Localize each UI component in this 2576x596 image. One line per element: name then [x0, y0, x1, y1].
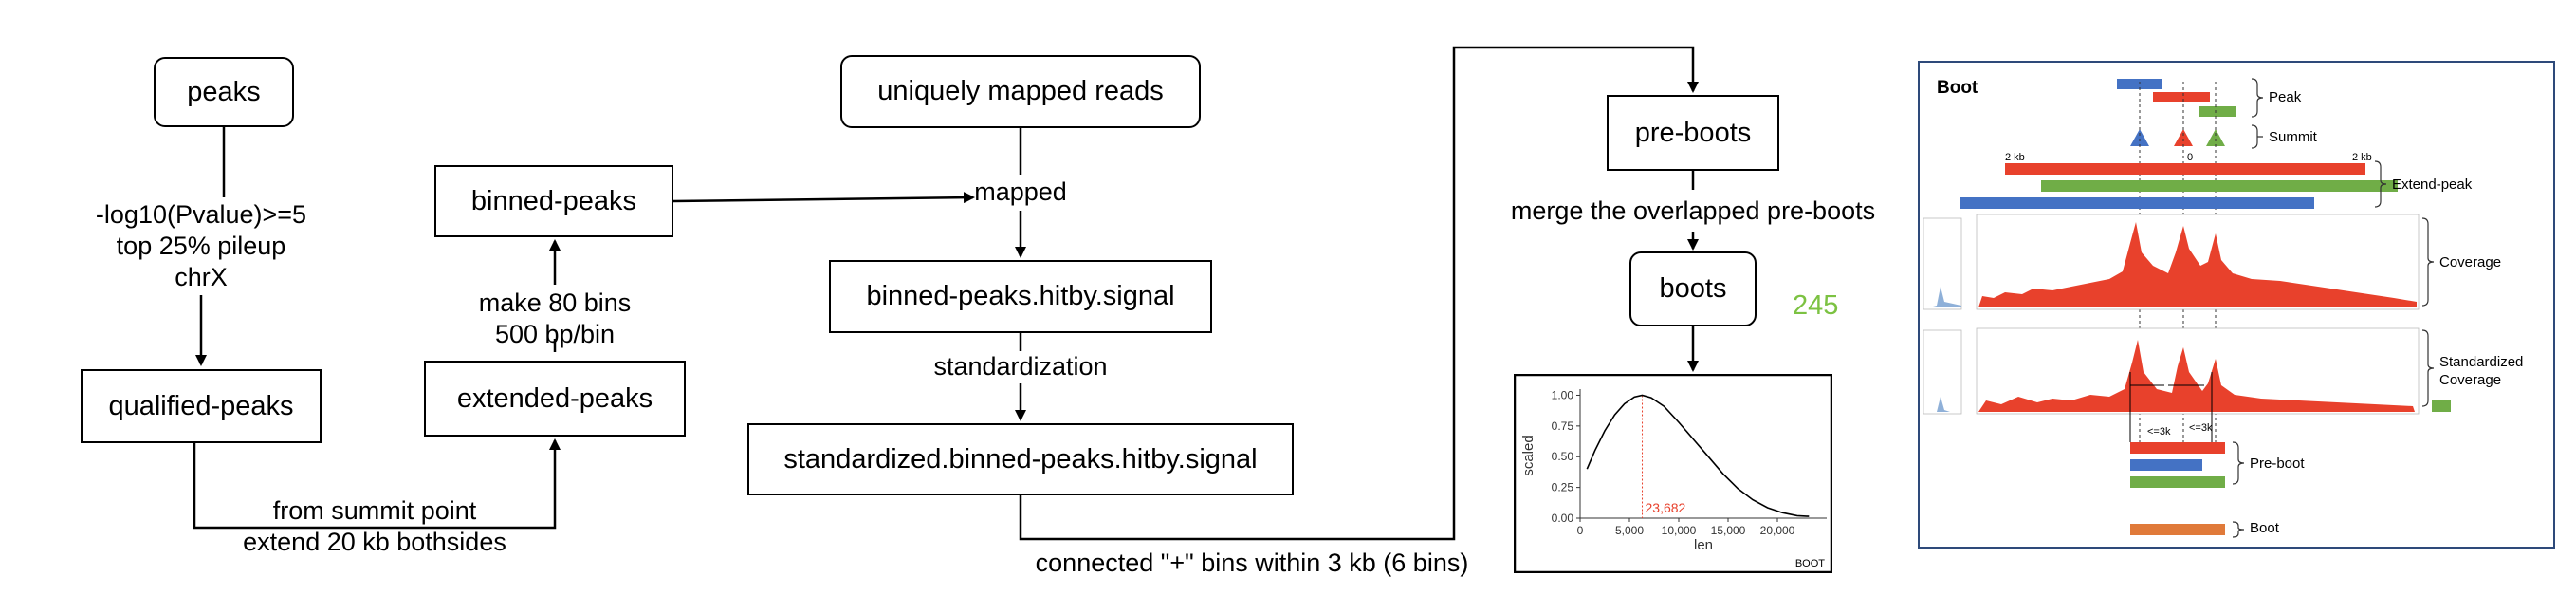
standardized-coverage-track	[1923, 327, 2451, 415]
chart-x-tick-label: 15,000	[1711, 524, 1746, 537]
label-summit: Summit	[2269, 129, 2317, 145]
summit-triangle-blue	[2130, 129, 2149, 146]
extended-peaks-box: extended-peaks	[424, 361, 686, 437]
extend-line: from summit point	[272, 496, 477, 525]
uniquely-mapped-reads-box: uniquely mapped reads	[840, 55, 1201, 128]
peak-bar-red	[2153, 92, 2210, 102]
mapped-label: mapped	[974, 177, 1067, 206]
peak-filter-criteria: -log10(Pvalue)>=5 top 25% pileup chrX	[87, 199, 315, 293]
gap-arrows	[2129, 372, 2213, 442]
merge-label: merge the overlapped pre-boots	[1510, 196, 1876, 225]
chart-x-tick-label: 20,000	[1760, 524, 1795, 537]
bin-line: make 80 bins	[478, 289, 632, 317]
summit-triangle-red	[2174, 129, 2193, 146]
arrow-standardized-to-preboots	[1019, 46, 1699, 541]
summit-triangle-green	[2206, 129, 2225, 146]
chart-x-tick-label: 5,000	[1615, 524, 1644, 537]
kb-left-label: 2 kb	[2005, 152, 2025, 163]
arrow-binned-to-mapped	[672, 192, 975, 204]
connected-bins-label: connected "+" bins within 3 kb (6 bins)	[1035, 549, 1469, 577]
chart-xlabel: len	[1694, 537, 1713, 553]
extend-note: from summit point extend 20 kb bothsides	[211, 495, 539, 558]
boot-panel-title: Boot	[1937, 78, 1978, 98]
filter-line: top 25% pileup	[116, 232, 286, 260]
boots-count: 245	[1793, 290, 1839, 321]
pre-boot-bar-green	[2130, 476, 2225, 488]
extend-peak-bars	[1960, 163, 2398, 209]
extend-bar-red	[2005, 163, 2365, 175]
summit-triangles	[2130, 129, 2225, 146]
pre-boot-bar-blue	[2130, 459, 2202, 471]
label-boot: Boot	[2250, 520, 2279, 536]
extend-bar-green	[2041, 180, 2398, 192]
label-braces	[2232, 78, 2435, 538]
binned-peaks-box: binned-peaks	[434, 165, 673, 237]
boots-box: boots	[1629, 251, 1757, 326]
binned-peaks-hitby-signal-box: binned-peaks.hitby.signal	[829, 260, 1212, 333]
label-std-line: Standardized	[2439, 354, 2524, 370]
peaks-box: peaks	[154, 57, 294, 127]
label-std-line: Coverage	[2439, 372, 2502, 388]
label-coverage: Coverage	[2439, 254, 2502, 270]
extend-bar-blue	[1960, 197, 2314, 209]
kb-zero-label: 0	[2187, 152, 2193, 163]
chart-ylabel: scaled	[1520, 435, 1536, 475]
standardized-signal-box: standardized.binned-peaks.hitby.signal	[747, 423, 1294, 495]
chart-y-tick-label: 0.75	[1552, 419, 1574, 433]
chart-y-tick-label: 0.25	[1552, 481, 1574, 494]
label-peak: Peak	[2269, 89, 2302, 105]
chart-y-tick-label: 1.00	[1552, 388, 1574, 401]
kb-right-label: 2 kb	[2352, 152, 2372, 163]
chart-x-tick-label: 10,000	[1662, 524, 1697, 537]
coverage-track	[1923, 214, 2420, 310]
pre-boot-bar-red	[2130, 442, 2225, 454]
chart-density-line	[1586, 394, 1810, 517]
gap-right-label: <=3k	[2189, 422, 2213, 434]
filter-line: -log10(Pvalue)>=5	[95, 200, 307, 229]
chart-corner-label: BOOT	[1795, 558, 1825, 569]
filter-line: chrX	[175, 263, 228, 291]
bin-line: 500 bp/bin	[494, 320, 616, 348]
label-pre-boot: Pre-boot	[2250, 456, 2305, 472]
chart-x-tick-label: 0	[1577, 524, 1584, 537]
pre-boots-box: pre-boots	[1607, 95, 1779, 171]
chart-y-tick-label: 0.50	[1552, 450, 1574, 463]
chart-frame	[1514, 374, 1832, 573]
binning-note: make 80 bins 500 bp/bin	[446, 288, 664, 350]
pre-boot-bars	[2130, 442, 2225, 488]
label-standardized-coverage: Standardized Coverage	[2439, 353, 2523, 389]
qualified-peaks-box: qualified-peaks	[81, 369, 322, 443]
chart-peak-label: 23,682	[1646, 500, 1686, 515]
peak-bars	[2117, 79, 2236, 117]
length-density-chart: 0.00 0.25 0.50 0.75 1.00 0 5,000 10,000 15,000 2…	[1514, 374, 1832, 573]
standardization-label: standardization	[933, 352, 1108, 381]
peak-bar-green	[2199, 106, 2236, 117]
gap-left-label: <=3k	[2147, 426, 2171, 438]
boot-panel: Boot 2 kb 0 2 kb	[1918, 61, 2555, 549]
boot-schematic: 2 kb 0 2 kb <=3k <=3k	[1923, 78, 2451, 538]
arrow-qualified-to-extended	[193, 438, 561, 530]
chart-y-tick-label: 0.00	[1552, 512, 1574, 525]
extend-line: extend 20 kb bothsides	[243, 528, 506, 556]
boot-bar	[2130, 524, 2225, 535]
label-extend-peak: Extend-peak	[2392, 177, 2473, 193]
